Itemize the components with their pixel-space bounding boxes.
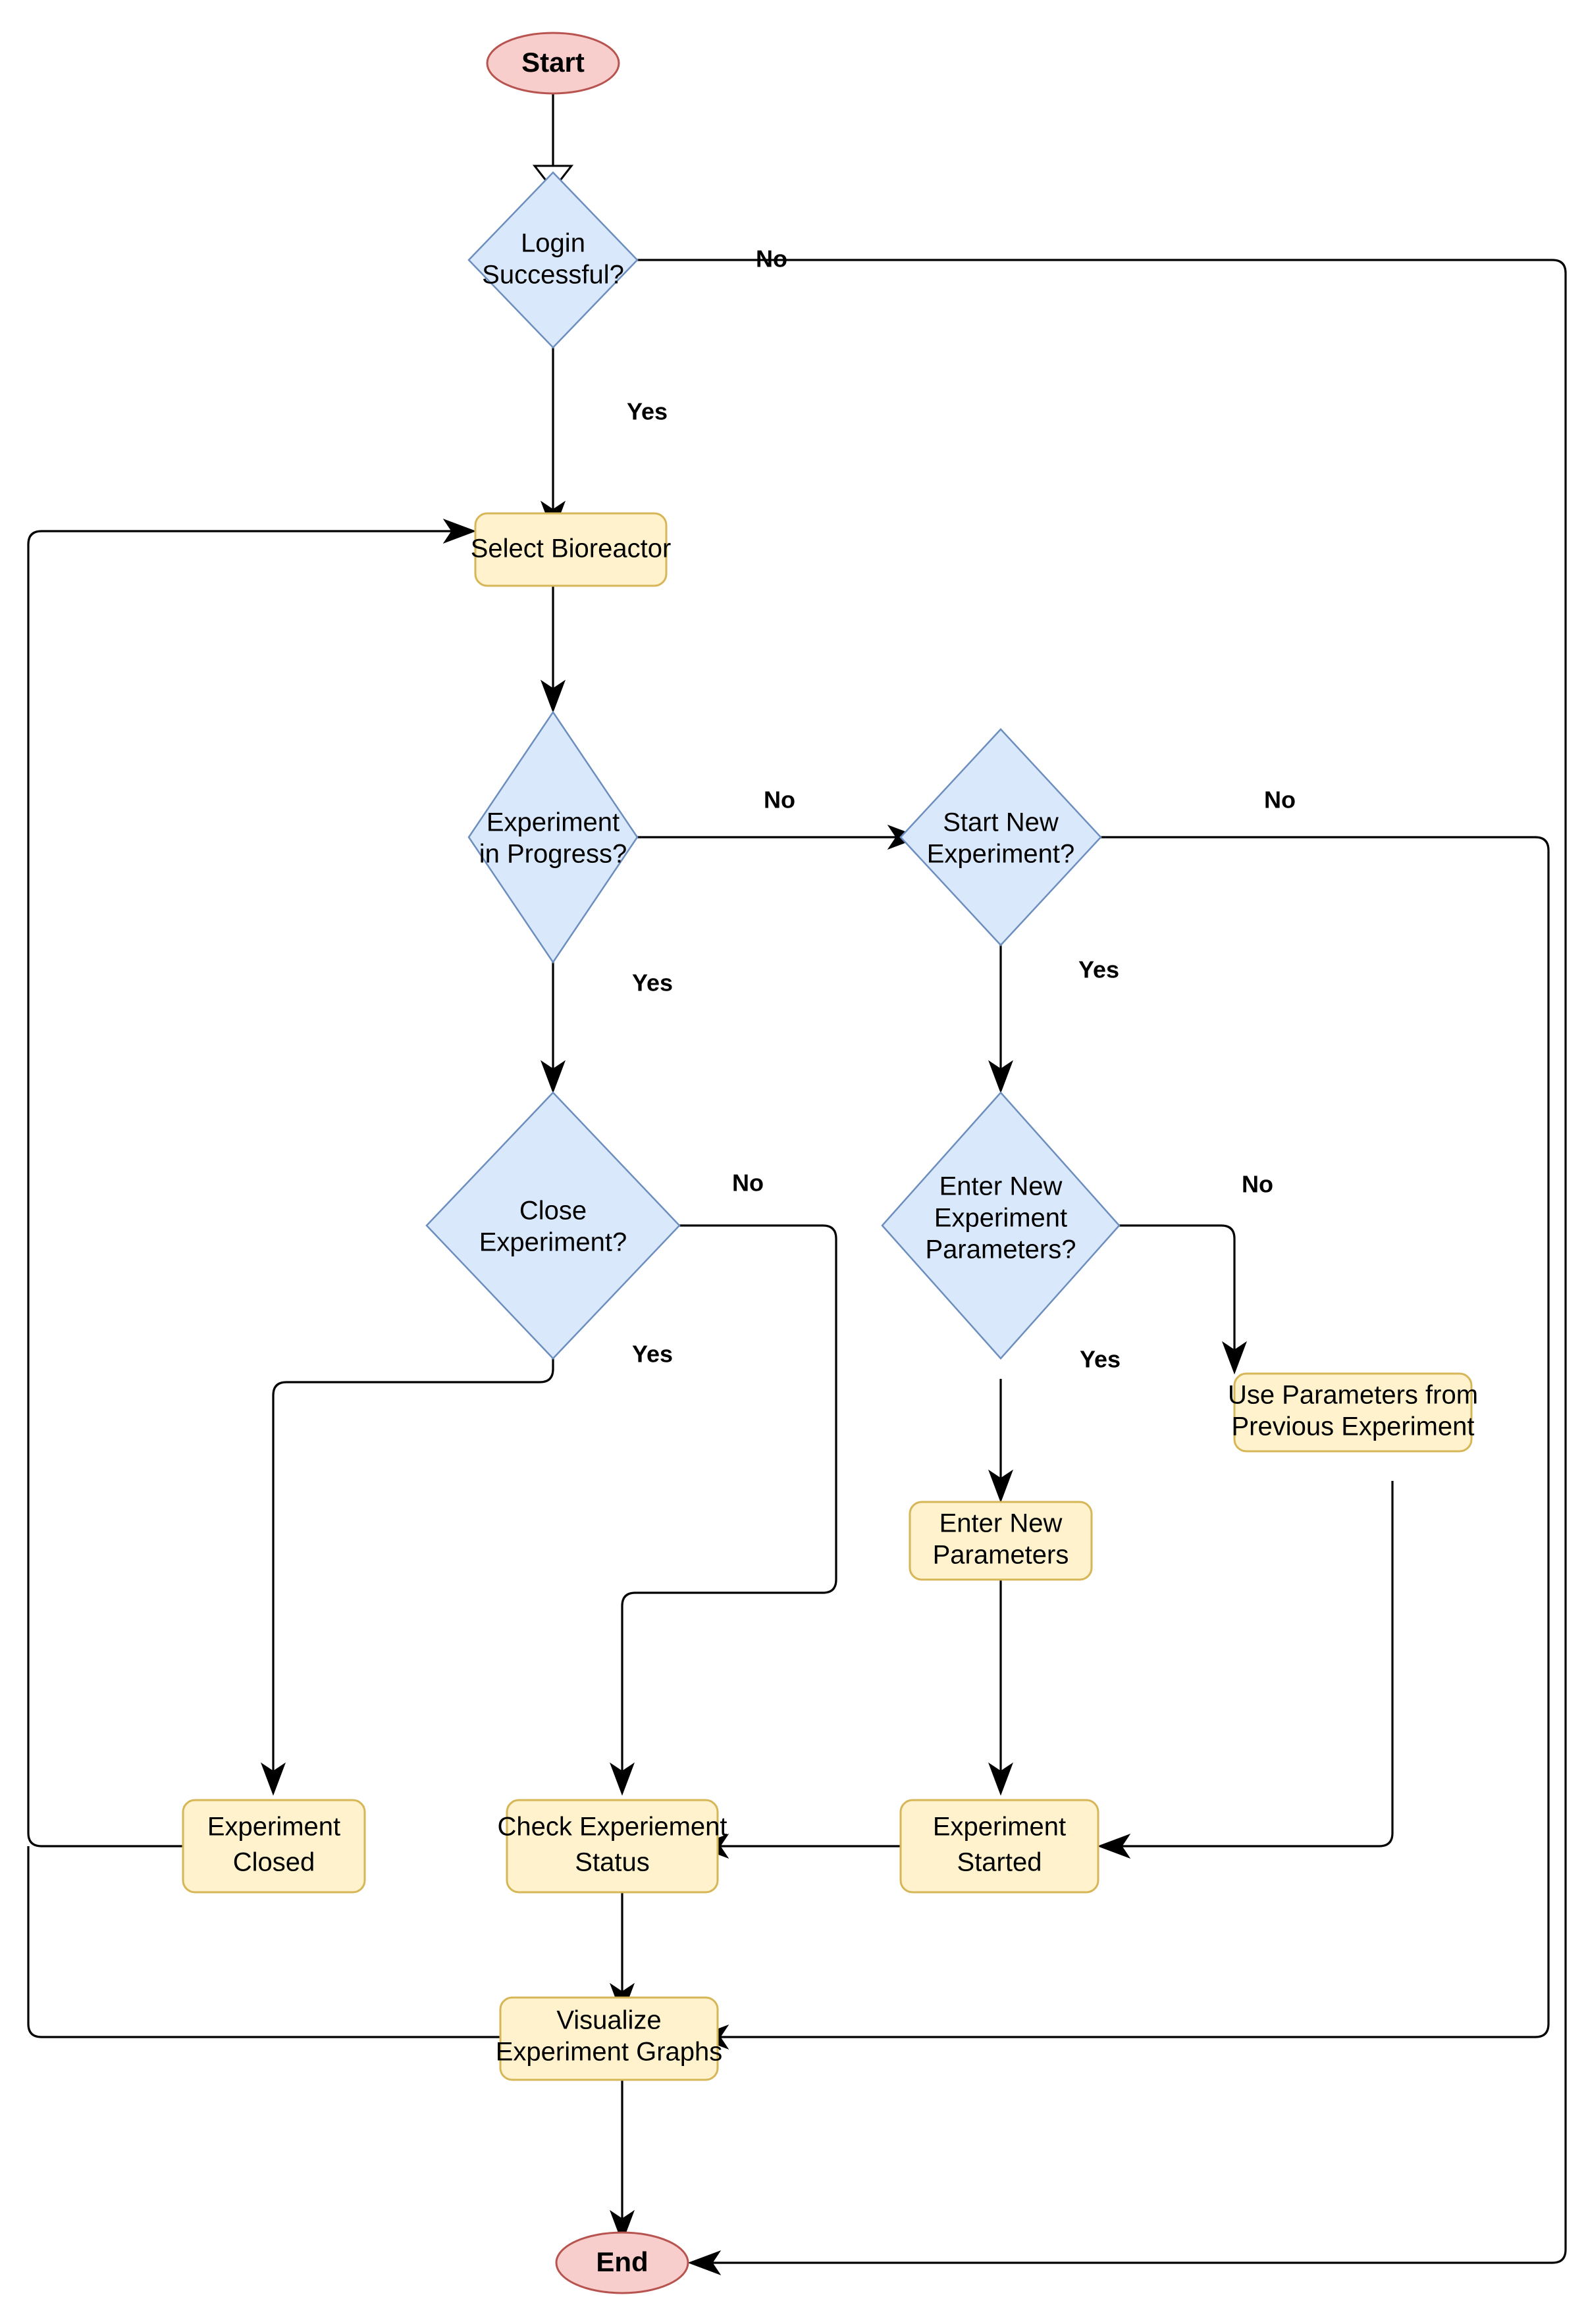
enter-new-experiment-parameters-decision-shape[interactable] — [881, 1091, 1121, 1360]
close-experiment-label-line1: Close — [519, 1197, 587, 1226]
use-previous-parameters-label-line2: Previous Experiment — [1231, 1412, 1474, 1441]
experiment-closed-label-line1: Experiment — [207, 1813, 340, 1842]
edge-login-no-to-end — [637, 259, 1567, 2264]
arrowhead-login-no-to-end — [687, 2250, 722, 2276]
edge-layer — [27, 92, 1567, 2276]
edge-close-no-to-check-status — [621, 1224, 837, 1774]
enter-new-parameters-label-line1: Enter New — [939, 1509, 1063, 1538]
edge-label-close-yes: Yes — [632, 1341, 673, 1368]
edge-label-start-new-no: No — [1264, 787, 1296, 813]
edge-label-layer: No Yes No Yes No Yes No Yes No Yes — [627, 245, 1296, 1373]
edge-label-params-no: No — [1242, 1171, 1273, 1198]
node-enter-new-parameters[interactable]: Enter New Parameters — [909, 1501, 1093, 1581]
edge-label-login-no: No — [756, 245, 787, 272]
enter-new-experiment-parameters-label-line1: Enter New — [939, 1172, 1063, 1201]
edge-use-previous-to-experiment-started — [1119, 1481, 1394, 1847]
start-terminator-shape[interactable] — [486, 32, 620, 95]
use-previous-parameters-label-line1: Use Parameters from — [1228, 1381, 1478, 1410]
experiment-in-progress-label-line1: Experiment — [487, 808, 620, 837]
use-previous-parameters-shape[interactable] — [1233, 1372, 1473, 1453]
close-experiment-label-line2: Experiment? — [479, 1228, 627, 1257]
edge-label-in-progress-no: No — [764, 787, 795, 813]
edge-left-rail-to-visualize — [27, 1846, 500, 2038]
edge-params-no-to-use-previous — [1101, 1224, 1236, 1353]
node-use-previous-parameters[interactable]: Use Parameters from Previous Experiment — [1228, 1372, 1478, 1453]
check-experiment-status-label-line1: Check Experiement — [497, 1813, 727, 1842]
experiment-in-progress-label-line2: in Progress? — [479, 840, 627, 869]
node-check-experiment-status[interactable]: Check Experiement Status — [497, 1799, 727, 1894]
visualize-experiment-graphs-shape[interactable] — [499, 1996, 719, 2081]
start-new-experiment-label-line2: Experiment? — [927, 840, 1075, 869]
arrowhead-visualize-to-end — [609, 2209, 635, 2244]
arrowhead-start-new-yes-to-params — [988, 1060, 1014, 1094]
close-experiment-decision-shape[interactable] — [425, 1091, 681, 1360]
experiment-started-shape[interactable] — [899, 1799, 1099, 1894]
login-successful-decision-shape[interactable] — [467, 171, 639, 349]
node-layer: Start Login Successful? Select Bioreacto… — [182, 32, 1478, 2294]
select-bioreactor-shape[interactable] — [474, 512, 668, 587]
select-bioreactor-label: Select Bioreactor — [471, 534, 672, 563]
edge-experiment-closed-to-select — [27, 530, 454, 1847]
start-new-experiment-label-line1: Start New — [943, 808, 1059, 837]
node-enter-new-experiment-parameters[interactable]: Enter New Experiment Parameters? — [881, 1091, 1121, 1360]
arrowhead-use-previous-to-experiment-started — [1097, 1833, 1131, 1859]
start-new-experiment-decision-shape[interactable] — [899, 728, 1102, 946]
arrowhead-enter-new-params-to-experiment-started — [988, 1762, 1014, 1796]
arrowhead-params-yes-to-enter-new-params — [988, 1469, 1014, 1503]
login-successful-label-line2: Successful? — [482, 261, 624, 290]
login-successful-label-line1: Login — [521, 229, 585, 258]
arrowhead-close-yes-to-experiment-closed — [260, 1762, 286, 1796]
check-experiment-status-shape[interactable] — [506, 1799, 719, 1894]
arrowhead-close-no-to-check-status — [609, 1762, 635, 1796]
node-close-experiment[interactable]: Close Experiment? — [425, 1091, 681, 1360]
enter-new-experiment-parameters-label-line2: Experiment — [934, 1204, 1067, 1233]
enter-new-parameters-shape[interactable] — [909, 1501, 1093, 1581]
node-start-new-experiment[interactable]: Start New Experiment? — [899, 728, 1102, 946]
arrowhead-experiment-closed-to-select — [442, 518, 477, 544]
check-experiment-status-label-line2: Status — [575, 1848, 649, 1877]
node-experiment-in-progress[interactable]: Experiment in Progress? — [467, 710, 639, 964]
edge-label-login-yes: Yes — [627, 398, 668, 425]
start-label: Start — [521, 47, 585, 78]
edge-close-yes-to-experiment-closed — [272, 1313, 554, 1774]
end-terminator-shape[interactable] — [555, 2231, 689, 2294]
node-experiment-started[interactable]: Experiment Started — [899, 1799, 1099, 1894]
edge-start-new-no-to-visualize — [718, 836, 1550, 2038]
edge-label-params-yes: Yes — [1080, 1346, 1121, 1373]
edge-label-in-progress-yes: Yes — [632, 969, 673, 996]
arrowhead-select-to-in-progress — [540, 679, 566, 713]
node-visualize-experiment-graphs[interactable]: Visualize Experiment Graphs — [496, 1996, 723, 2081]
visualize-experiment-graphs-label-line2: Experiment Graphs — [496, 2038, 723, 2067]
experiment-started-label-line2: Started — [957, 1848, 1042, 1877]
node-experiment-closed[interactable]: Experiment Closed — [182, 1799, 366, 1894]
experiment-in-progress-decision-shape[interactable] — [467, 710, 639, 964]
node-start[interactable]: Start — [486, 32, 620, 95]
edge-label-start-new-yes: Yes — [1078, 956, 1119, 983]
visualize-experiment-graphs-label-line1: Visualize — [556, 2006, 661, 2035]
experiment-started-label-line1: Experiment — [933, 1813, 1066, 1842]
node-end[interactable]: End — [555, 2231, 689, 2294]
arrowhead-in-progress-yes-to-close — [540, 1060, 566, 1094]
end-label: End — [596, 2246, 648, 2277]
enter-new-parameters-label-line2: Parameters — [933, 1541, 1069, 1570]
edge-label-close-no: No — [732, 1170, 764, 1197]
enter-new-experiment-parameters-label-line3: Parameters? — [926, 1235, 1076, 1264]
experiment-closed-label-line2: Closed — [233, 1848, 315, 1877]
experiment-closed-shape[interactable] — [182, 1799, 366, 1894]
arrowhead-params-no-to-use-previous — [1221, 1341, 1248, 1375]
node-select-bioreactor[interactable]: Select Bioreactor — [471, 512, 672, 587]
node-login-successful[interactable]: Login Successful? — [467, 171, 639, 349]
